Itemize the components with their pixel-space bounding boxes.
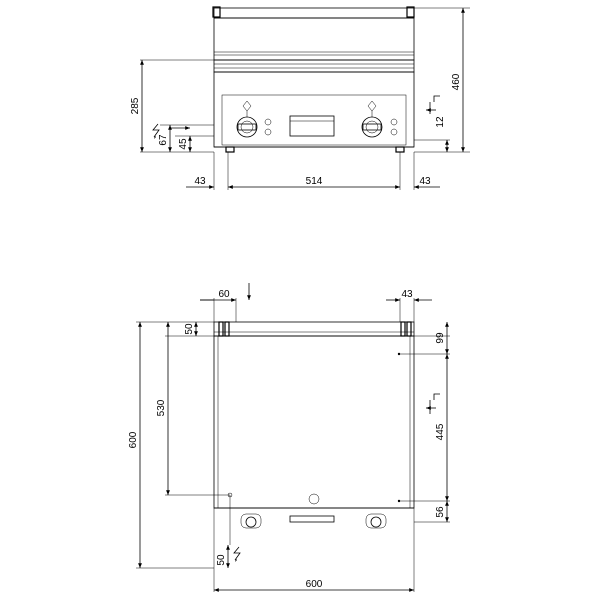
drip-tray-front — [289, 115, 335, 137]
foot-right — [395, 146, 405, 153]
dim-supply-offset: 45 — [178, 138, 189, 150]
drip-tray-top — [289, 515, 335, 523]
dim-depth-inner: 530 — [156, 399, 167, 416]
indicator-light — [390, 118, 398, 126]
dim-right-bottom: 56 — [435, 506, 446, 518]
dim-height-control: 285 — [130, 97, 141, 114]
dim-supply-height: 67 — [158, 134, 169, 146]
dim-center-width: 514 — [306, 176, 323, 187]
dim-left-offset: 43 — [194, 176, 206, 187]
water-outlet-icon — [426, 95, 440, 114]
dim-depth-total: 600 — [128, 431, 139, 448]
knob-right — [361, 100, 383, 138]
splash-corner-right — [406, 6, 415, 18]
wheel-right — [365, 513, 387, 529]
top-splash — [213, 321, 415, 337]
indicator-light — [264, 118, 272, 126]
bracket-left — [218, 321, 224, 337]
control-panel — [221, 94, 407, 146]
dim-height-total: 460 — [451, 73, 462, 90]
wheel-left — [240, 513, 262, 529]
indicator-light — [264, 128, 272, 136]
splash-top — [213, 7, 415, 19]
foot-left — [225, 146, 235, 153]
dim-right-top: 99 — [435, 332, 446, 344]
dim-width-total: 600 — [306, 579, 323, 590]
top-view: 600 530 50 99 445 56 60 43 5 — [128, 283, 450, 592]
water-outlet-point — [397, 352, 401, 356]
bracket-right — [400, 321, 406, 337]
dim-top-band: 50 — [184, 323, 195, 335]
drain-hole — [308, 493, 320, 505]
indicator-light — [390, 128, 398, 136]
splash-body — [213, 17, 415, 61]
knob-left — [236, 100, 258, 138]
front-view: 460 285 67 45 12 43 — [130, 6, 470, 190]
dim-power-offset: 50 — [216, 554, 227, 566]
water-inlet-icon — [426, 393, 440, 414]
dim-inlet-offset: 60 — [218, 289, 230, 300]
dim-right-mid: 445 — [435, 423, 446, 440]
dim-water-height: 12 — [435, 116, 446, 128]
splash-corner-left — [212, 6, 221, 18]
dim-right-offset: 43 — [419, 176, 431, 187]
electric-supply-icon — [233, 546, 241, 562]
top-body — [213, 335, 415, 509]
dim-right-offset: 43 — [401, 289, 413, 300]
electric-supply-icon — [152, 123, 160, 139]
griddle-plate — [213, 59, 415, 73]
